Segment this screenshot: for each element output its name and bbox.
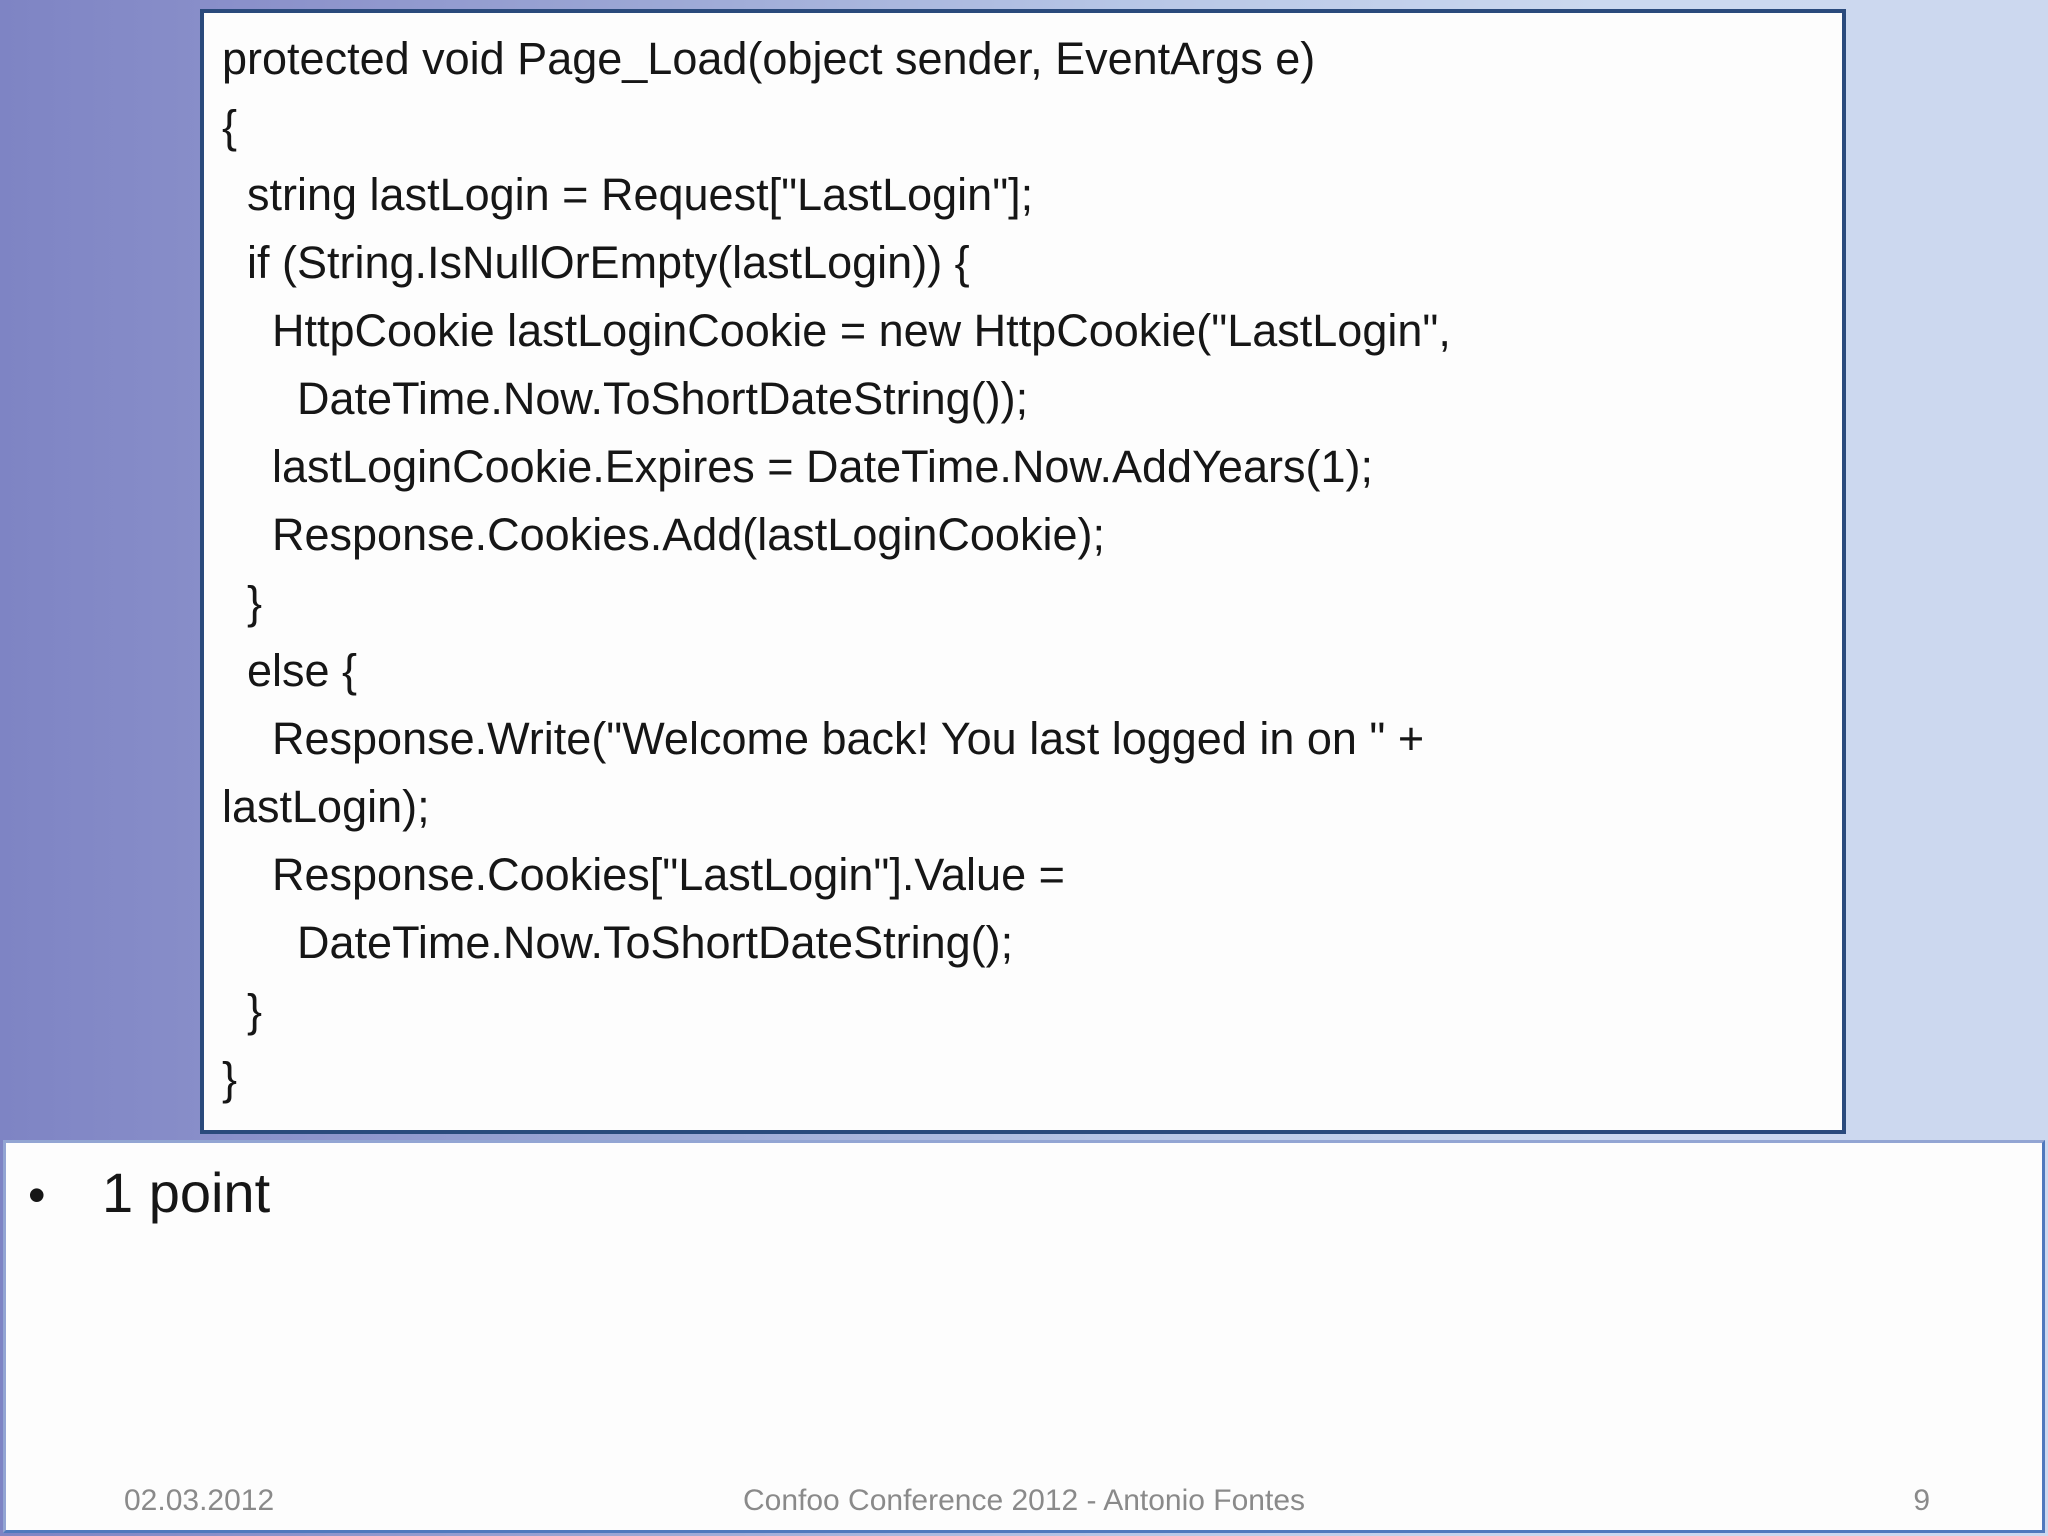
footer-center-text: Confoo Conference 2012 - Antonio Fontes xyxy=(742,1484,1306,1517)
code-line: Response.Cookies["LastLogin"].Value = xyxy=(222,849,1065,900)
footer-date: 02.03.2012 xyxy=(124,1484,275,1517)
code-line: } xyxy=(222,1053,238,1104)
code-line: Response.Cookies.Add(lastLoginCookie); xyxy=(222,509,1105,560)
code-line: DateTime.Now.ToShortDateString()); xyxy=(222,373,1029,424)
code-line: Response.Write("Welcome back! You last l… xyxy=(222,713,1425,764)
footer-page-number: 9 xyxy=(1913,1484,1930,1517)
code-line: protected void Page_Load(object sender, … xyxy=(222,33,1316,84)
code-line: if (String.IsNullOrEmpty(lastLogin)) { xyxy=(222,237,970,288)
code-line: } xyxy=(222,577,263,628)
notes-panel: • 1 point 02.03.2012 Confoo Conference 2… xyxy=(3,1140,2045,1533)
code-line: lastLogin); xyxy=(222,781,430,832)
slide-footer: 02.03.2012 Confoo Conference 2012 - Anto… xyxy=(6,1480,2042,1518)
bullet-text: 1 point xyxy=(102,1161,271,1224)
code-line: else { xyxy=(222,645,358,696)
code-line: HttpCookie lastLoginCookie = new HttpCoo… xyxy=(222,305,1451,356)
bullet-item: • 1 point xyxy=(6,1143,2042,1226)
code-block: protected void Page_Load(object sender, … xyxy=(200,9,1846,1134)
code-line: { xyxy=(222,101,238,152)
code-line: DateTime.Now.ToShortDateString(); xyxy=(222,917,1014,968)
code-line: } xyxy=(222,985,263,1036)
code-line: string lastLogin = Request["LastLogin"]; xyxy=(222,169,1034,220)
code-line: lastLoginCookie.Expires = DateTime.Now.A… xyxy=(222,441,1373,492)
bullet-icon: • xyxy=(28,1167,46,1223)
code-lines: protected void Page_Load(object sender, … xyxy=(204,13,1842,1113)
